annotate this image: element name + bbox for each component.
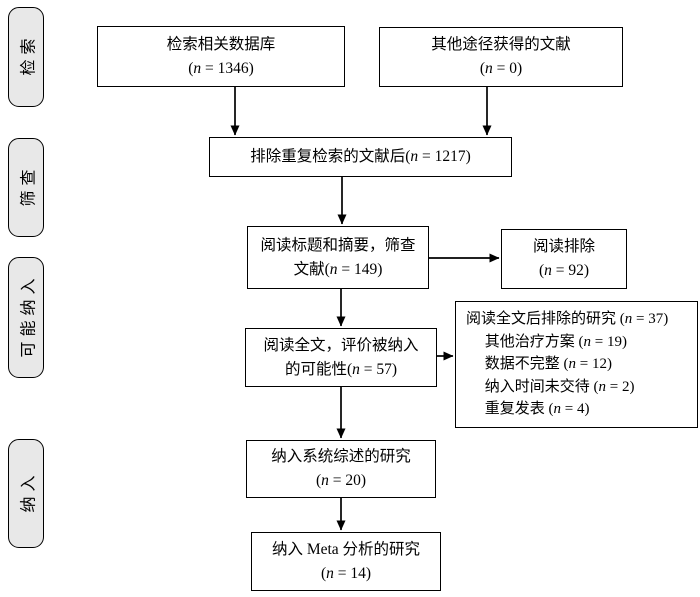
box-text-line: 阅读全文，评价被纳入 [263,336,419,354]
box-text-line: (n = 92) [538,262,590,279]
box-database-search: 检索相关数据库 (n = 1346) [97,26,345,87]
stage-label-screening: 筛查 [8,138,44,237]
box-text-line: 纳入系统综述的研究 [271,448,411,466]
box-text-line: (n = 1346) [188,59,254,77]
stage-label-eligibility: 可能纳入 [8,257,44,378]
box-after-deduplication: 排除重复检索的文献后(n = 1217) [209,137,512,177]
box-text-line: 阅读排除 [532,238,595,256]
box-reading-excluded: 阅读排除 (n = 92) [501,229,627,289]
stage-label-eligibility-text: 可能纳入 [20,272,38,358]
box-text-line: 重复发表 (n = 4) [484,401,590,418]
box-title-abstract-screening: 阅读标题和摘要，筛查文献(n = 149) [247,226,429,289]
box-text-line: 的可能性(n = 57) [284,360,398,378]
stage-label-included: 纳入 [8,439,44,548]
box-text-line: 阅读全文后排除的研究 (n = 37) [466,311,669,328]
box-text-line: 其他治疗方案 (n = 19) [484,333,627,350]
box-text-line: 排除重复检索的文献后(n = 1217) [250,148,471,166]
box-text-line: (n = 0) [479,60,523,77]
box-fulltext-exclusions: 阅读全文后排除的研究 (n = 37) 其他治疗方案 (n = 19) 数据不完整 … [455,301,698,428]
box-text-line: (n = 14) [320,564,372,582]
box-text-line: 纳入时间未交待 (n = 2) [484,378,635,395]
box-fulltext-assessment: 阅读全文，评价被纳入的可能性(n = 57) [245,328,437,387]
box-text-line: 文献(n = 149) [293,260,383,278]
box-text-line: 阅读标题和摘要，筛查 [260,236,416,254]
stage-label-search-text: 检索 [20,33,38,76]
box-text-line: 其他途径获得的文献 [431,36,571,54]
box-text-line: (n = 20) [315,472,367,489]
stage-label-screening-text: 筛查 [20,163,38,207]
box-other-sources: 其他途径获得的文献 (n = 0) [379,27,623,87]
box-meta-analysis-included: 纳入 Meta 分析的研究 (n = 14) [251,532,441,591]
box-systematic-review-included: 纳入系统综述的研究 (n = 20) [246,440,436,498]
box-text-line: 纳入 Meta 分析的研究 [271,540,421,558]
stage-label-included-text: 纳入 [20,469,38,513]
box-text-line: 检索相关数据库 [166,35,276,53]
box-text-line: 数据不完整 (n = 12) [484,356,612,373]
stage-label-search: 检索 [8,7,44,107]
